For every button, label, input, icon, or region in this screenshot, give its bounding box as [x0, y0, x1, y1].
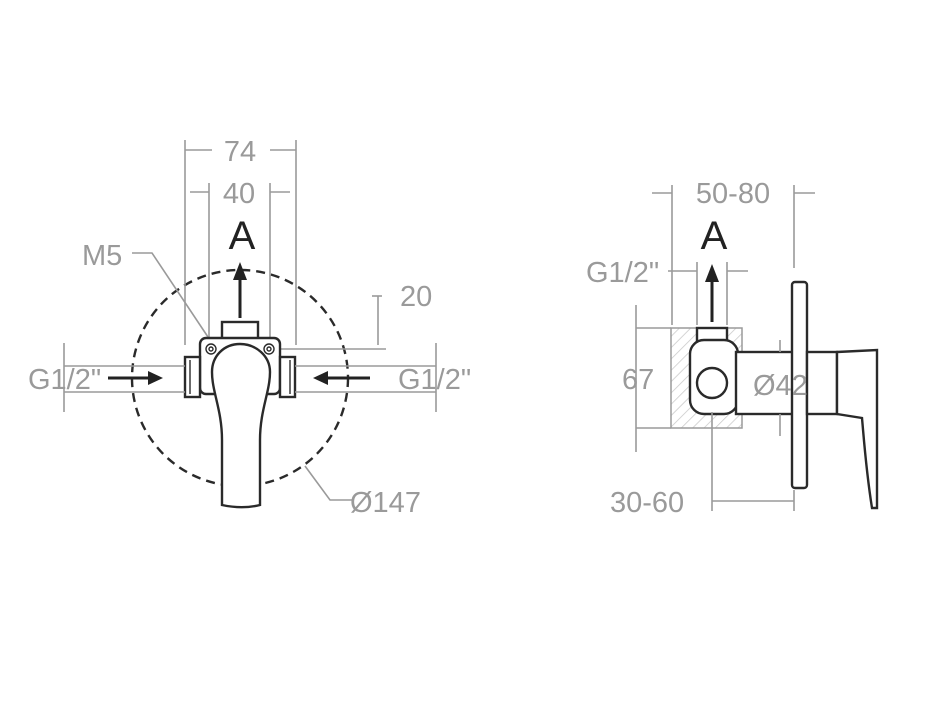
side-flow-direction-label: A	[701, 214, 728, 258]
dimension-20-label: 20	[400, 281, 432, 313]
plate-diameter-leader	[304, 465, 352, 501]
inlet-right-arrow-icon	[313, 371, 370, 385]
inlet-right-label: G1/2"	[398, 364, 471, 396]
dimension-depth-label: 50-80	[696, 178, 770, 210]
dimension-depth: 50-80	[652, 178, 815, 325]
inlet-left-label: G1/2"	[28, 364, 101, 396]
dimension-wall: 30-60	[610, 412, 795, 519]
dimension-74-label: 74	[224, 136, 256, 168]
side-handle	[835, 348, 879, 510]
body-diameter-label: Ø42	[753, 370, 808, 402]
outlet-thread-dimension: G1/2"	[586, 257, 748, 325]
inlet-left: G1/2"	[28, 343, 185, 412]
inlet-left-arrow-icon	[108, 371, 163, 385]
flow-direction-label: A	[229, 214, 256, 258]
dimension-wall-label: 30-60	[610, 487, 684, 519]
dimension-74: 74	[184, 136, 297, 345]
outlet-arrow-icon	[233, 262, 247, 318]
screw-size-label: M5	[82, 240, 122, 272]
side-outlet-arrow-icon	[705, 264, 719, 322]
front-view: 74 40 A M5 20	[28, 136, 471, 519]
side-spindle-housing	[805, 350, 839, 416]
dimension-67-label: 67	[622, 364, 654, 396]
dimension-67: 67	[622, 305, 671, 452]
side-view: 50-80 A G1/2" 67	[586, 178, 879, 519]
side-valve-body	[688, 326, 802, 416]
plate-diameter-label: Ø147	[350, 487, 421, 519]
inlet-right: G1/2"	[295, 343, 471, 412]
dimension-40-label: 40	[223, 178, 255, 210]
handle-lever	[210, 342, 272, 509]
screw-leader-line	[132, 252, 209, 338]
dimension-20: 20	[275, 281, 432, 350]
dimension-40: 40	[190, 178, 290, 345]
outlet-thread-label: G1/2"	[586, 257, 659, 289]
